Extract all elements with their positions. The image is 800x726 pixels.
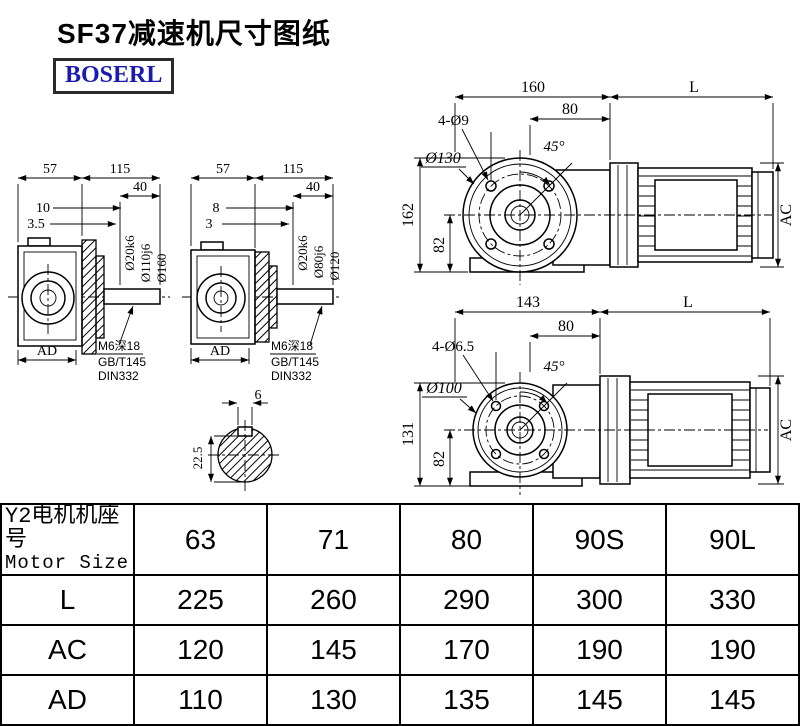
dim-40: 40 bbox=[306, 180, 320, 195]
dim-3-5: 3.5 bbox=[27, 217, 45, 232]
shaft-cross-section: 6 22.5 bbox=[190, 388, 282, 492]
header-en: Motor Size bbox=[5, 552, 130, 575]
cell-AD-90s: 145 bbox=[532, 674, 667, 726]
dim-40: 40 bbox=[133, 180, 147, 195]
cell-AC-90l: 190 bbox=[665, 624, 800, 677]
flange-diameter-label: Ø130 bbox=[424, 150, 461, 167]
tap-note-line2: GB/T145 bbox=[271, 355, 319, 369]
bolt-hole bbox=[543, 238, 555, 250]
dim-keyway-width: 6 bbox=[255, 388, 262, 403]
tap-note-line3: DIN332 bbox=[98, 369, 139, 383]
size-column-80: 80 bbox=[399, 502, 534, 577]
flange-diameter-label: Ø120 bbox=[327, 252, 342, 281]
dim-keyway-depth: 22.5 bbox=[190, 447, 205, 470]
cell-L-71: 260 bbox=[266, 574, 401, 627]
flange-spigot bbox=[95, 255, 105, 339]
dim-162: 162 bbox=[400, 203, 417, 227]
mounting-flange bbox=[81, 239, 97, 355]
angle-label: 45° bbox=[544, 359, 565, 375]
holes-label: 4-Ø6.5 bbox=[432, 339, 474, 355]
motor-size-header-cell: Y2电机机座号 Motor Size bbox=[0, 502, 135, 577]
bolt-hole bbox=[490, 400, 502, 412]
dim-57: 57 bbox=[43, 162, 57, 177]
dim-115: 115 bbox=[283, 162, 303, 177]
table-row-AC: AC 120 145 170 190 190 bbox=[0, 624, 800, 677]
dim-143: 143 bbox=[516, 294, 540, 311]
table-row-L: L 225 260 290 300 330 bbox=[0, 574, 800, 627]
dim-8: 8 bbox=[213, 201, 220, 216]
cell-L-90l: 330 bbox=[665, 574, 800, 627]
size-column-90l: 90L bbox=[665, 502, 800, 577]
brand-logo: BOSERL bbox=[53, 58, 175, 94]
mounting-flange bbox=[254, 251, 270, 343]
shaft-diameter-label: Ø20k6 bbox=[295, 235, 310, 271]
input-shaft bbox=[103, 288, 161, 305]
cell-AD-63: 110 bbox=[133, 674, 268, 726]
flange-diameter-label: Ø100 bbox=[425, 380, 462, 397]
size-column-90s: 90S bbox=[532, 502, 667, 577]
cell-AD-80: 135 bbox=[399, 674, 534, 726]
dim-131: 131 bbox=[400, 422, 417, 446]
cell-AD-71: 130 bbox=[266, 674, 401, 726]
angle-label: 45° bbox=[544, 139, 565, 155]
cell-L-90s: 300 bbox=[532, 574, 667, 627]
shaft-diameter-label: Ø20k6 bbox=[122, 235, 137, 271]
spigot-diameter-label: Ø80j6 bbox=[311, 245, 326, 278]
side-view-large: 57 115 40 10 3.5 Ø20k6 Ø110j6 Ø160 AD M6… bbox=[8, 162, 170, 383]
cell-L-63: 225 bbox=[133, 574, 268, 627]
row-label-AD: AD bbox=[0, 674, 135, 726]
bolt-hole bbox=[490, 448, 502, 460]
dim-AC: AC bbox=[778, 419, 795, 441]
dim-80: 80 bbox=[558, 318, 574, 335]
page-title: SF37减速机尺寸图纸 bbox=[57, 18, 331, 49]
dimension-table: Y2电机机座号 Motor Size 63 71 80 90S 90L L 22… bbox=[0, 502, 800, 726]
dim-L: L bbox=[689, 80, 699, 96]
table-row-AD: AD 110 130 135 145 145 bbox=[0, 674, 800, 726]
dim-82: 82 bbox=[431, 451, 448, 467]
front-view-top: 160 L 80 4-Ø9 45° Ø130 162 82 AC bbox=[400, 80, 795, 285]
cell-AC-63: 120 bbox=[133, 624, 268, 677]
dim-82: 82 bbox=[431, 237, 448, 253]
cell-AC-90s: 190 bbox=[532, 624, 667, 677]
cell-L-80: 290 bbox=[399, 574, 534, 627]
dim-160: 160 bbox=[521, 80, 545, 96]
side-view-small: 57 115 40 8 3 Ø20k6 Ø80j6 Ø120 AD M6深18 … bbox=[182, 162, 342, 383]
cell-AC-80: 170 bbox=[399, 624, 534, 677]
tap-note-line1: M6深18 bbox=[271, 339, 313, 353]
dim-57: 57 bbox=[216, 162, 230, 177]
front-view-bottom: 143 L 80 4-Ø6.5 45° Ø100 131 82 AC bbox=[400, 294, 795, 495]
tap-note-line2: GB/T145 bbox=[98, 355, 146, 369]
holes-label: 4-Ø9 bbox=[438, 113, 469, 129]
flange-diameter-label: Ø160 bbox=[154, 254, 169, 283]
tap-note-line1: M6深18 bbox=[98, 339, 140, 353]
header-cn: Y2电机机座号 bbox=[5, 504, 120, 554]
cell-AD-90l: 145 bbox=[665, 674, 800, 726]
bolt-hole bbox=[485, 180, 497, 192]
table-header-row: Y2电机机座号 Motor Size 63 71 80 90S 90L bbox=[0, 502, 800, 577]
spigot-diameter-label: Ø110j6 bbox=[138, 243, 153, 282]
dim-AD: AD bbox=[210, 344, 230, 359]
size-column-71: 71 bbox=[266, 502, 401, 577]
technical-drawing: 160 L 80 4-Ø9 45° Ø130 162 82 AC bbox=[8, 80, 795, 495]
bolt-hole bbox=[485, 238, 497, 250]
dim-L: L bbox=[683, 294, 693, 311]
dim-10: 10 bbox=[36, 201, 50, 216]
dim-3: 3 bbox=[206, 217, 213, 232]
row-label-L: L bbox=[0, 574, 135, 627]
tap-note-line3: DIN332 bbox=[271, 369, 312, 383]
row-label-AC: AC bbox=[0, 624, 135, 677]
dim-115: 115 bbox=[110, 162, 130, 177]
size-column-63: 63 bbox=[133, 502, 268, 577]
flange-spigot bbox=[268, 265, 278, 329]
dim-80: 80 bbox=[562, 101, 578, 118]
cell-AC-71: 145 bbox=[266, 624, 401, 677]
bolt-hole bbox=[538, 448, 550, 460]
input-shaft bbox=[276, 288, 334, 305]
dim-AC: AC bbox=[778, 204, 795, 226]
dim-AD: AD bbox=[37, 344, 57, 359]
